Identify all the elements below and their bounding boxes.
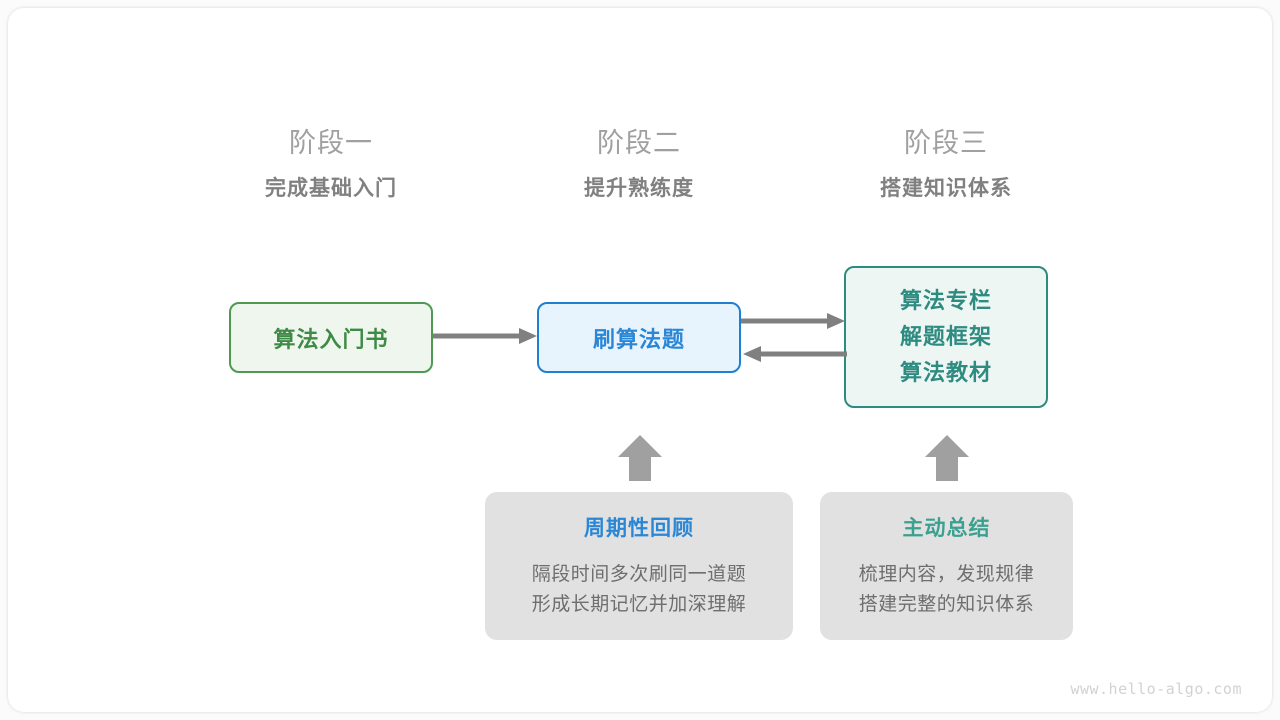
node-intro-book-label: 算法入门书 <box>273 326 389 352</box>
arrow-sources-to-practice <box>741 344 847 366</box>
note-periodic-review[interactable]: 周期性回顾 隔段时间多次刷同一道题 形成长期记忆并加深理解 <box>485 492 793 640</box>
node-knowledge-sources-line-2: 解题框架 <box>899 324 992 349</box>
watermark: www.hello-algo.com <box>1070 680 1242 698</box>
stage-2-title: 提升熟练度 <box>584 177 694 200</box>
arrow-practice-to-sources <box>741 311 847 333</box>
note-periodic-review-line-2: 形成长期记忆并加深理解 <box>531 594 747 615</box>
node-intro-book[interactable]: 算法入门书 <box>229 302 433 373</box>
stage-1-title: 完成基础入门 <box>265 177 397 200</box>
arrow-review-to-practice <box>618 435 662 481</box>
note-periodic-review-body: 隔段时间多次刷同一道题 形成长期记忆并加深理解 <box>532 560 747 620</box>
note-active-summary-line-2: 搭建完整的知识体系 <box>858 594 1035 615</box>
note-active-summary-body: 梳理内容，发现规律 搭建完整的知识体系 <box>859 560 1035 620</box>
arrow-summary-to-sources <box>925 435 969 481</box>
note-active-summary-line-1: 梳理内容，发现规律 <box>858 564 1035 585</box>
note-periodic-review-line-1: 隔段时间多次刷同一道题 <box>531 564 747 585</box>
arrow-book-to-practice <box>433 326 539 348</box>
stage-3-label: 阶段三 <box>904 128 988 158</box>
stage-header-2: 阶段二 提升熟练度 <box>509 126 769 204</box>
stage-header-3: 阶段三 搭建知识体系 <box>816 126 1076 204</box>
node-knowledge-sources[interactable]: 算法专栏 解题框架 算法教材 <box>844 266 1048 408</box>
stage-3-title: 搭建知识体系 <box>880 177 1012 200</box>
node-knowledge-sources-line-3: 算法教材 <box>899 360 992 385</box>
note-active-summary[interactable]: 主动总结 梳理内容，发现规律 搭建完整的知识体系 <box>820 492 1073 640</box>
node-knowledge-sources-line-1: 算法专栏 <box>899 288 992 313</box>
note-active-summary-title: 主动总结 <box>902 517 991 540</box>
stage-header-1: 阶段一 完成基础入门 <box>201 126 461 204</box>
note-periodic-review-title: 周期性回顾 <box>584 517 694 540</box>
node-practice-problems-label: 刷算法题 <box>592 326 685 352</box>
stage-1-label: 阶段一 <box>289 128 373 158</box>
stage-2-label: 阶段二 <box>597 128 681 158</box>
node-practice-problems[interactable]: 刷算法题 <box>537 302 741 373</box>
